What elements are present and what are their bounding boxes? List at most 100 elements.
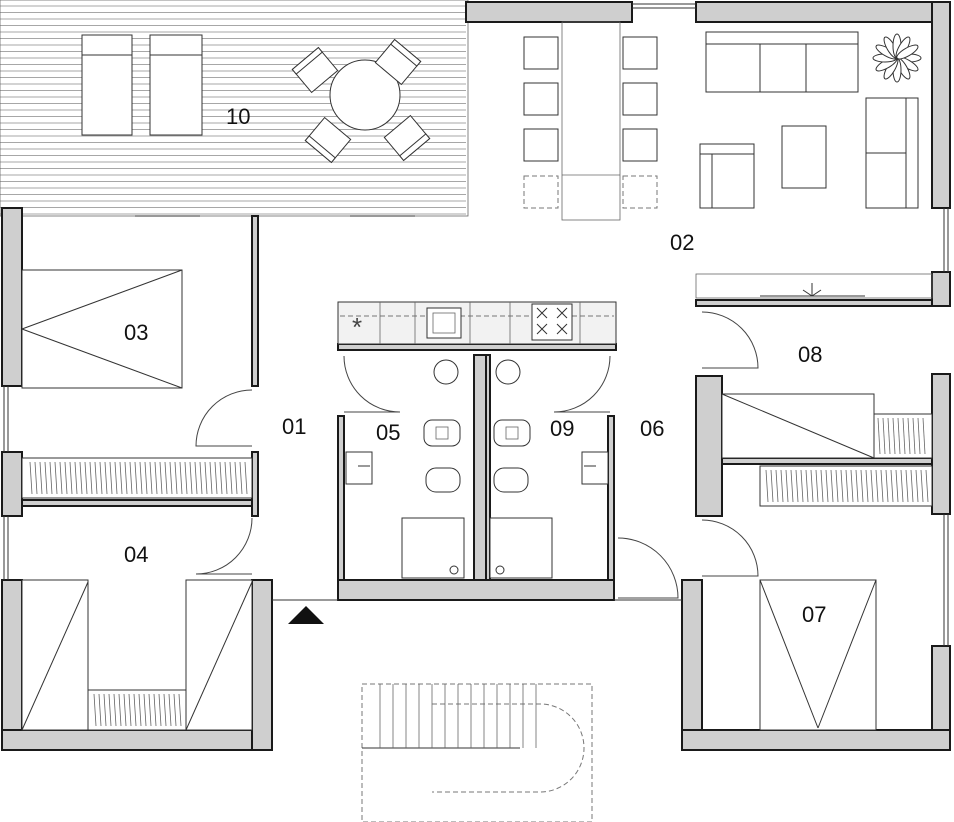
hatch-line	[99, 461, 103, 495]
hatch-line	[244, 461, 248, 495]
hatch-line	[169, 461, 173, 495]
sofa	[705, 31, 859, 93]
room-label-05: 05	[376, 420, 400, 445]
hatch-line	[204, 461, 208, 495]
patio-table-set	[291, 38, 431, 164]
bed-03	[21, 269, 183, 389]
hatch-line	[168, 693, 172, 727]
hatch-line	[109, 461, 113, 495]
hatch-line	[119, 461, 123, 495]
hatch-line	[820, 469, 824, 503]
hatch-line	[224, 461, 228, 495]
dining-chairs	[523, 36, 658, 209]
hatch-line	[59, 461, 63, 495]
wardrobe-08	[759, 413, 933, 507]
hatch-line	[134, 461, 138, 495]
hatch-line	[830, 469, 834, 503]
hatch-line	[840, 469, 844, 503]
hatch-line	[153, 693, 157, 727]
hatch-line	[892, 417, 896, 455]
hatch-line	[900, 469, 904, 503]
bed-07	[759, 579, 877, 731]
sink-icon	[426, 307, 462, 339]
hatch-line	[870, 469, 874, 503]
hatch-line	[915, 469, 919, 503]
room-label-03: 03	[124, 320, 148, 345]
hatch-line	[128, 693, 132, 727]
sun-lounger-right	[149, 34, 203, 136]
hatch-line	[139, 461, 143, 495]
asterisk-symbol: *	[352, 312, 362, 342]
hatch-line	[98, 693, 102, 727]
hatch-line	[104, 461, 108, 495]
hatch-line	[882, 417, 886, 455]
hatch-line	[850, 469, 854, 503]
bed-04-left	[21, 579, 89, 731]
hatch-line	[173, 693, 177, 727]
hatch-line	[765, 469, 769, 503]
hatch-line	[34, 461, 38, 495]
terrace-outline	[0, 0, 469, 217]
hatch-line	[29, 461, 33, 495]
entrance-arrow-icon	[288, 606, 324, 624]
bed-04-right	[185, 579, 253, 731]
hatch-line	[897, 417, 901, 455]
hatch-line	[93, 693, 97, 727]
wardrobe-03	[21, 457, 253, 499]
cooktop-icon	[531, 303, 573, 341]
hatch-line	[118, 693, 122, 727]
hatch-line	[877, 417, 881, 455]
hatch-line	[163, 693, 167, 727]
hatch-line	[805, 469, 809, 503]
hatch-line	[179, 461, 183, 495]
hatch-line	[178, 693, 182, 727]
hatch-line	[94, 461, 98, 495]
hatch-line	[84, 461, 88, 495]
dining-table	[561, 21, 621, 221]
room-label-04: 04	[124, 542, 148, 567]
hatch-line	[54, 461, 58, 495]
plant-icon	[872, 33, 922, 83]
hatch-line	[74, 461, 78, 495]
armchair-left	[699, 143, 755, 209]
staircase	[361, 683, 593, 822]
hatch-line	[770, 469, 774, 503]
hatch-line	[780, 469, 784, 503]
hatch-line	[865, 469, 869, 503]
windows	[3, 3, 949, 646]
hatch-line	[239, 461, 243, 495]
room-label-09: 09	[550, 416, 574, 441]
hatch-line	[810, 469, 814, 503]
doors	[195, 311, 759, 599]
room-labels: 01 02 03 04 05 06 07 08 09 10	[124, 104, 826, 627]
hatch-line	[905, 469, 909, 503]
room-label-02: 02	[670, 230, 694, 255]
hatch-line	[124, 461, 128, 495]
hatch-line	[148, 693, 152, 727]
hatch-line	[144, 461, 148, 495]
hatch-line	[164, 461, 168, 495]
hatch-line	[149, 461, 153, 495]
hatch-line	[785, 469, 789, 503]
hatch-line	[143, 693, 147, 727]
hatch-line	[920, 469, 924, 503]
hatch-line	[129, 461, 133, 495]
hatch-line	[133, 693, 137, 727]
hatch-line	[775, 469, 779, 503]
plant-leaf	[896, 44, 919, 60]
hatch-line	[234, 461, 238, 495]
armchair-right	[865, 97, 919, 209]
hatch-line	[79, 461, 83, 495]
hatch-line	[138, 693, 142, 727]
hatch-line	[825, 469, 829, 503]
hatch-line	[39, 461, 43, 495]
hatch-line	[860, 469, 864, 503]
hatch-line	[103, 693, 107, 727]
hatch-line	[159, 461, 163, 495]
walls	[1, 1, 951, 751]
hatch-line	[49, 461, 53, 495]
hatch-line	[875, 469, 879, 503]
hatch-line	[835, 469, 839, 503]
hatch-line	[113, 693, 117, 727]
hatch-line	[44, 461, 48, 495]
